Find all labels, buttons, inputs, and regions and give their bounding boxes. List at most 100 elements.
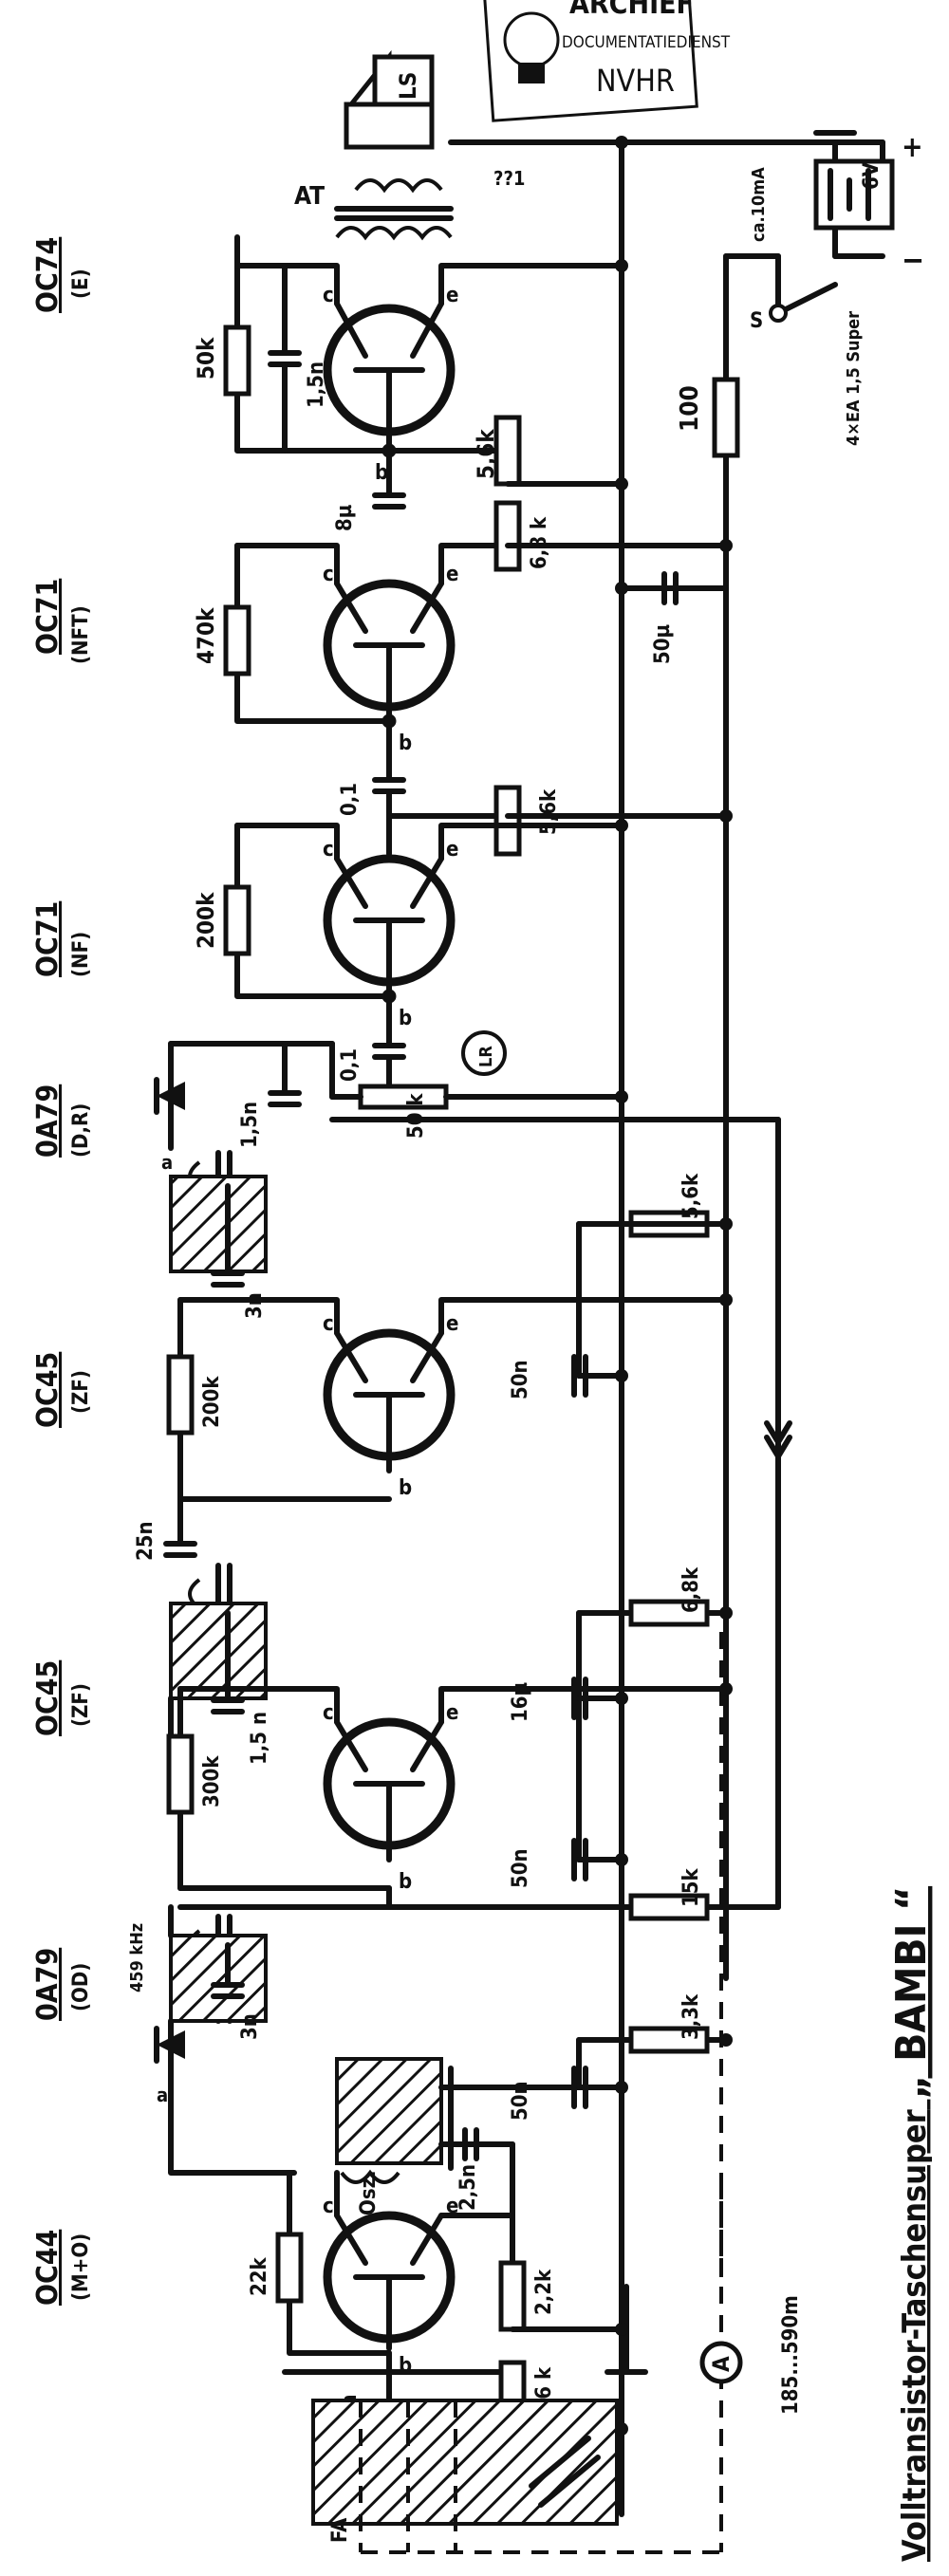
label-c-3n-b: 3n	[238, 2013, 262, 2040]
label-r-6-8k-b: 6,8k	[679, 1566, 703, 1613]
title-prefix: Volltransistor-Taschensuper	[896, 2108, 934, 2562]
svg-text:e: e	[446, 838, 458, 862]
label-c-50u: 50µ	[651, 624, 675, 664]
label-mark-a2: a	[157, 2084, 168, 2106]
stamp-line2: DOCUMENTATIEDIENST	[562, 33, 731, 52]
svg-text:b: b	[375, 461, 388, 485]
svg-text:c: c	[323, 563, 334, 586]
title-block: Volltransistor-Taschensuper „ BAMBI “	[887, 1886, 936, 2562]
stage-oc45-zf2-type: OC45	[31, 1352, 65, 1428]
stage-oc71-nf-role: (NF)	[69, 932, 93, 977]
label-r-200k-b: 200k	[200, 1376, 224, 1428]
label-c-50n-a: 50n	[509, 1360, 532, 1399]
stage-oc71-nf: OC71 (NF) c e b 200k 0,1 50 k LR	[31, 823, 624, 1139]
label-current: ca.10mA	[749, 167, 769, 242]
svg-text:b: b	[399, 1476, 412, 1500]
svg-text:e: e	[446, 1312, 458, 1336]
title-text: Volltransistor-Taschensuper „ BAMBI “	[887, 1886, 936, 2562]
stage-0a79-od-type: 0A79	[31, 1948, 65, 2021]
stage-oc45-zf2-role: (ZF)	[69, 1370, 93, 1414]
stage-oc74-type: OC74	[31, 237, 65, 313]
svg-text:b: b	[399, 732, 412, 755]
title-name: „ BAMBI “	[887, 1886, 936, 2100]
label-r-15k: 15k	[679, 1867, 703, 1907]
label-r-5-6k-c: 5,6k	[679, 1173, 703, 1219]
svg-text:b: b	[399, 1007, 412, 1030]
label-r-3-3k: 3,3k	[679, 1993, 703, 2040]
stamp-tube-icon	[503, 11, 560, 83]
stage-0a79-dr-type: 0A79	[31, 1084, 65, 1158]
svg-text:c: c	[323, 1701, 334, 1725]
stage-oc45-zf-1: OC45 (ZF) c e b 300k 6,8k 16µ 50n 15k	[31, 1566, 781, 1921]
label-c-50n-b: 50n	[509, 1848, 532, 1888]
stage-oc71-nf-type: OC71	[31, 901, 65, 977]
svg-text:c: c	[323, 1312, 334, 1336]
label-c-2-5n: 2,5n	[456, 2164, 480, 2211]
stage-oc44-role: (M+O)	[69, 2233, 93, 2301]
svg-text:e: e	[446, 563, 458, 586]
label-osz: Osz.	[357, 2170, 381, 2215]
stage-oc44: OC44 (M+O) c e b 2,2k 22k 25n 5,6 k	[31, 2141, 648, 2434]
label-c-8u: 8µ	[333, 505, 357, 531]
label-fa: FA	[328, 2517, 352, 2543]
stage-oc71-nft: OC71 (NFT) c e b 470k 6,8 k 50µ 0,1 5,6k	[31, 500, 729, 857]
label-c-50n-c: 50n	[509, 2081, 532, 2121]
svg-text:e: e	[446, 284, 458, 307]
svg-text:c: c	[323, 2195, 334, 2218]
stage-oc45-zf1-type: OC45	[31, 1660, 65, 1736]
label-c-1-5n-c: 1,5 n	[248, 1712, 271, 1765]
stage-oc45-zf1-role: (ZF)	[69, 1683, 93, 1727]
label-r-2-2k: 2,2k	[532, 2269, 556, 2315]
label-at: AT	[294, 182, 325, 211]
label-r-5-6k-a: 5,6k	[473, 429, 499, 479]
junction-nodes	[381, 136, 733, 2436]
battery-circuit: + − 6V S ca.10mA 4×EA 1,5 Super	[749, 130, 924, 446]
label-r-200k-a: 200k	[193, 892, 219, 949]
label-note: ??1	[493, 167, 525, 190]
if-transformer-2: 1,5 n	[168, 1563, 271, 1765]
label-c-1-5n-b: 1,5n	[238, 1102, 262, 1148]
label-mark-a1: a	[161, 1151, 173, 1174]
svg-text:b: b	[399, 1870, 412, 1894]
svg-text:e: e	[446, 2195, 458, 2218]
label-r-470k: 470k	[193, 607, 219, 664]
resistor-100: 100	[676, 377, 740, 458]
label-c-25n-a: 25n	[134, 1521, 158, 1561]
label-plus: +	[902, 131, 923, 164]
stage-detector: 0A79 (D,R) a 1,5n 3n	[31, 1041, 781, 1319]
label-c-16u: 16µ	[509, 1682, 532, 1722]
stage-oc71-nft-type: OC71	[31, 579, 65, 655]
range-indicator: A 185...590m	[699, 2182, 803, 2415]
stamp-line1: ARCHIEF	[569, 0, 694, 21]
svg-text:e: e	[446, 1701, 458, 1725]
label-pot-50k: 50 k	[404, 1093, 428, 1139]
label-c-1-5n-a: 1,5n	[305, 361, 328, 408]
stage-oc44-type: OC44	[31, 2230, 65, 2306]
stage-oc74: OC74 (E) c e b 50k 1,5n 5,6k 8µ	[31, 234, 624, 531]
label-c-0-1-b: 0,1	[338, 1048, 362, 1082]
stage-0a79-od: 0A79 (OD) 459 kHz 3n a Osz. 50n 3,3k	[31, 1904, 729, 2215]
svg-text:c: c	[323, 284, 334, 307]
label-r-300k: 300k	[200, 1755, 224, 1807]
label-voltage: 6V	[860, 161, 884, 190]
ferrite-antenna: FA	[311, 1632, 723, 2554]
stage-0a79-dr-role: (D,R)	[69, 1103, 93, 1158]
label-meter: A	[708, 2356, 735, 2372]
stage-oc45-zf-2: OC45 (ZF) c e b 200k 5,6k 50n 25n	[31, 1173, 729, 1561]
label-freq: 459 kHz	[127, 1923, 147, 1992]
label-minus: −	[902, 242, 924, 278]
label-switch: S	[750, 309, 763, 333]
label-lr: LR	[476, 1046, 496, 1067]
label-c-0-1-a: 0,1	[338, 783, 362, 816]
label-range: 185...590m	[779, 2295, 803, 2415]
stage-oc71-nft-role: (NFT)	[69, 605, 93, 664]
stage-oc74-role: (E)	[69, 269, 93, 299]
stage-0a79-od-role: (OD)	[69, 1963, 93, 2011]
loudspeaker: LS ??1	[344, 49, 525, 190]
output-transformer: AT	[294, 178, 454, 241]
archive-stamp: ARCHIEF DOCUMENTATIEDIENST NVHR	[483, 0, 731, 122]
label-r-100: 100	[676, 385, 704, 432]
rails	[448, 139, 885, 2517]
svg-text:c: c	[323, 838, 334, 862]
